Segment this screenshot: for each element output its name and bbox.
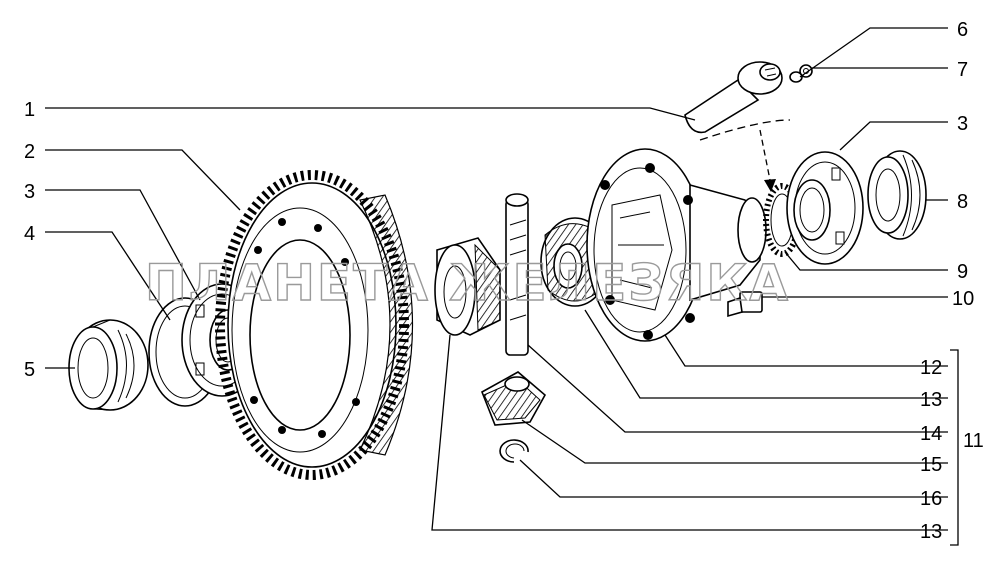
callout-4: 4 [24,223,35,245]
oil-seal-right [867,150,927,240]
pinion-gear [480,371,547,426]
callout-numbers: 1 2 3 4 5 6 7 3 8 9 10 11 12 13 14 15 16… [24,19,984,543]
callout-1: 1 [24,99,35,121]
callout-7: 7 [957,59,968,81]
callout-5: 5 [24,359,35,381]
callout-8: 8 [957,191,968,213]
washer-6 [789,71,803,83]
callout-13-upper: 13 [920,389,942,411]
callout-10: 10 [952,288,974,310]
callout-2: 2 [24,141,35,163]
callout-13-lower: 13 [920,521,942,543]
callout-12: 12 [920,357,942,379]
install-path-dashed [699,119,791,141]
callout-3-right: 3 [957,113,968,135]
callout-9: 9 [957,261,968,283]
oil-seal-left [68,319,149,411]
watermark-text: ПЛАНЕТА ЖЕЛЕЗЯКА [145,254,790,312]
snap-ring-small [499,439,529,463]
callout-3-left: 3 [24,181,35,203]
install-arrowhead [764,179,776,192]
ring-gear [215,170,414,480]
callout-6: 6 [957,19,968,41]
install-arrow-line [759,129,771,181]
bearing-right [786,151,864,265]
bolt [727,291,763,318]
callout-16: 16 [920,488,942,510]
callout-15: 15 [920,454,942,476]
pinion-shaft [505,193,529,356]
leader-lines [45,27,959,546]
speedometer-drive-housing [684,61,783,134]
side-gear-left [434,237,501,336]
callout-14: 14 [920,423,942,445]
callout-11: 11 [963,430,984,452]
differential-case [586,148,767,342]
